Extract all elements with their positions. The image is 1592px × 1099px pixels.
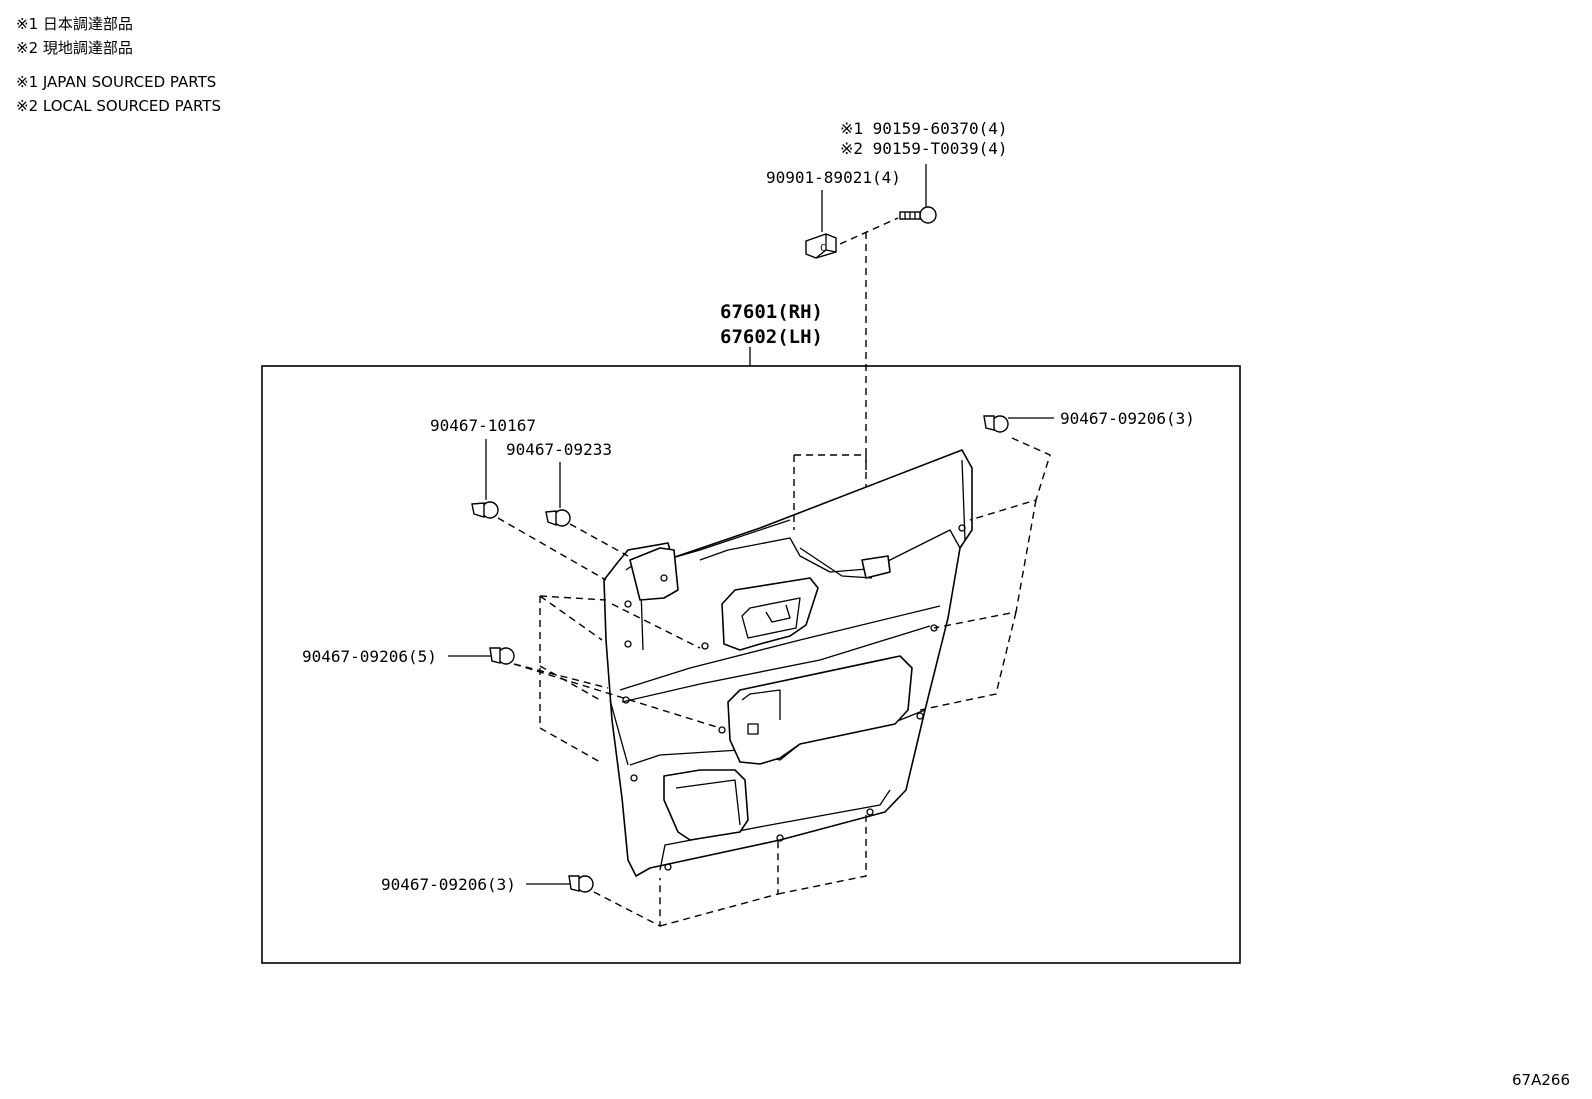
legend-local-sourced-jp: ※2 現地調達部品 [16, 39, 133, 57]
screw-nut-line [839, 217, 899, 245]
clip-left-part[interactable] [489, 647, 515, 665]
panel-lh-label[interactable]: 67602(LH) [720, 326, 823, 348]
clip-b-label[interactable]: 90467-09233 [506, 440, 612, 459]
assembly-lines [497, 437, 1051, 928]
clip-right-label[interactable]: 90467-09206(3) [1060, 409, 1195, 428]
screw-local-label[interactable]: ※2 90159-T0039(4) [840, 139, 1008, 158]
clip-a-part[interactable] [471, 501, 499, 519]
assembly-frame [261, 365, 1241, 964]
screw-part[interactable] [899, 206, 937, 224]
svg-text:C: C [820, 243, 826, 254]
clip-left-label[interactable]: 90467-09206(5) [302, 647, 437, 666]
door-trim-panel[interactable] [603, 449, 973, 877]
legend-japan-sourced-en: ※1 JAPAN SOURCED PARTS [16, 73, 217, 91]
clip-right-part[interactable] [983, 415, 1009, 433]
diagram-code: 67A266 [1512, 1071, 1570, 1089]
panel-rh-label[interactable]: 67601(RH) [720, 301, 823, 323]
screw-japan-label[interactable]: ※1 90159-60370(4) [840, 119, 1008, 138]
clip-bottom-part[interactable] [568, 875, 594, 893]
nut-part[interactable]: C [805, 233, 837, 259]
clip-b-part[interactable] [545, 509, 571, 527]
legend-japan-sourced-jp: ※1 日本調達部品 [16, 15, 133, 33]
legend: ※1 日本調達部品 ※2 現地調達部品 ※1 JAPAN SOURCED PAR… [16, 12, 221, 118]
legend-local-sourced-en: ※2 LOCAL SOURCED PARTS [16, 97, 221, 115]
nut-label[interactable]: 90901-89021(4) [766, 168, 901, 187]
clip-bottom-label[interactable]: 90467-09206(3) [381, 875, 516, 894]
clip-a-label[interactable]: 90467-10167 [430, 416, 536, 435]
